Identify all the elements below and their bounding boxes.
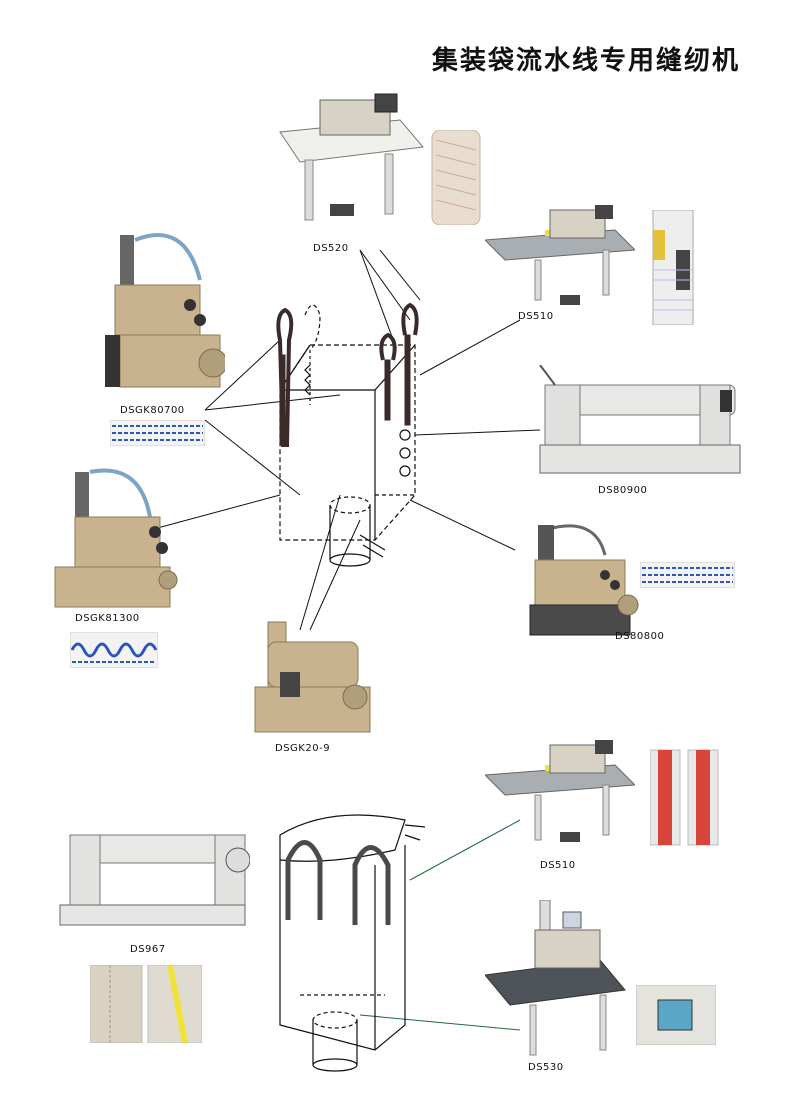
- sample-ds520-webbing: [430, 130, 482, 225]
- sample-dsgk80700-stitch: [110, 420, 205, 446]
- bulk-bag-diagram-bottom: [279, 814, 426, 1072]
- sample-ds530-bottom-panel: [636, 985, 716, 1045]
- sample-dsgk81300-stitch: [70, 632, 158, 668]
- machine-dsgk80700-image: [75, 225, 225, 395]
- label-ds510-top: DS510: [518, 311, 554, 322]
- label-ds530: DS530: [528, 1062, 564, 1073]
- label-ds80900: DS80900: [598, 485, 648, 496]
- sample-ds510-loop-straps: [650, 745, 720, 850]
- machine-ds510-top-image: [485, 205, 635, 310]
- page-title: 集装袋流水线专用缝纫机: [431, 46, 740, 76]
- label-dsgk80700: DSGK80700: [120, 405, 185, 416]
- machine-ds80800-image: [510, 515, 640, 640]
- machine-ds967-image: [55, 820, 250, 930]
- sample-ds510-strap: [648, 210, 698, 325]
- sample-ds967-seams: [90, 965, 202, 1043]
- machine-dsgk81300-image: [50, 462, 180, 612]
- label-ds520: DS520: [313, 243, 349, 254]
- machine-ds530-image: [485, 900, 630, 1060]
- machine-ds520-image: [275, 92, 425, 232]
- label-dsgk20-9: DSGK20-9: [275, 743, 331, 754]
- machine-dsgk20-9-image: [250, 612, 375, 737]
- label-ds967: DS967: [130, 944, 166, 955]
- label-ds510-bottom: DS510: [540, 860, 576, 871]
- bulk-bag-diagram-top: [276, 302, 419, 567]
- machine-ds510-bottom-image: [485, 740, 635, 850]
- machine-ds80900-image: [530, 365, 750, 480]
- sample-ds80800-stitch: [640, 562, 735, 588]
- label-ds80800: DS80800: [615, 631, 665, 642]
- label-dsgk81300: DSGK81300: [75, 613, 140, 624]
